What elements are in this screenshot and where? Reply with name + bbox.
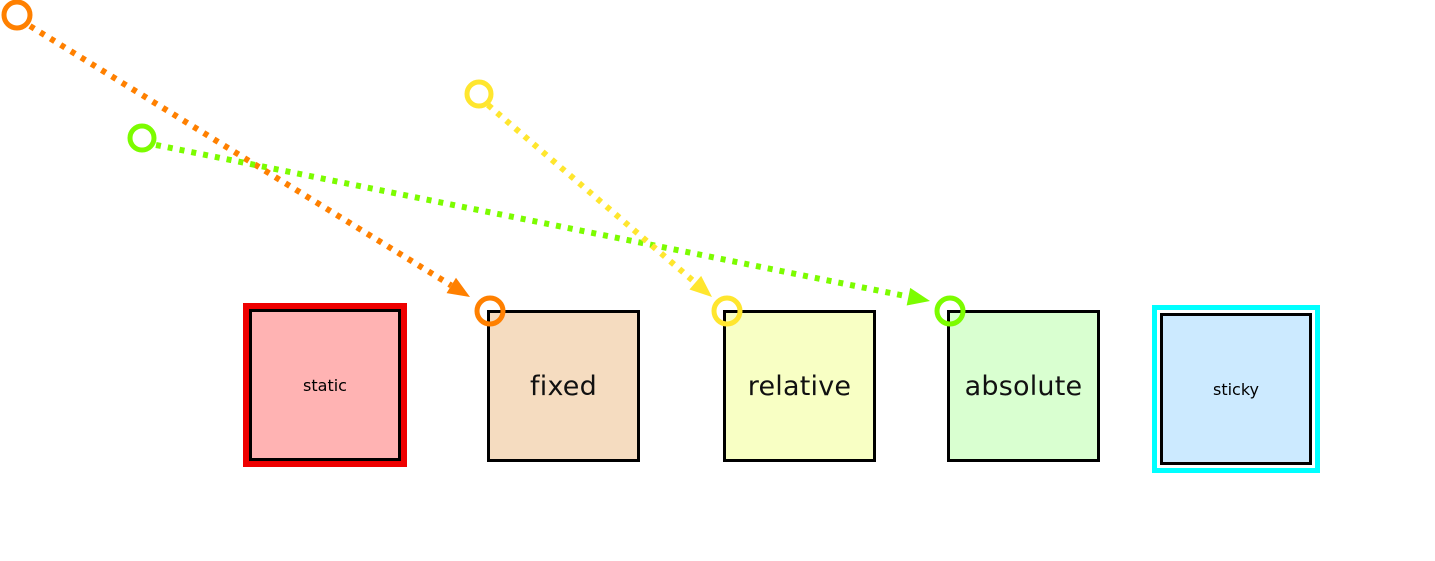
annotation-green-pointer xyxy=(127,123,966,327)
position-box-sticky-highlight-ring: sticky xyxy=(1152,305,1320,473)
annotation-yellow-pointer xyxy=(464,79,743,327)
annotation-source-circle-icon xyxy=(127,123,157,153)
position-box-static: static xyxy=(249,309,401,461)
annotation-dotted-line xyxy=(155,142,910,300)
position-box-label: absolute xyxy=(964,370,1083,402)
position-box-label: sticky xyxy=(1212,379,1259,399)
position-box-absolute: absolute xyxy=(947,310,1100,462)
position-box-sticky: sticky xyxy=(1160,313,1312,465)
position-box-label: relative xyxy=(747,370,852,402)
position-box-static-highlight-ring: static xyxy=(243,303,407,467)
position-box-label: fixed xyxy=(530,370,597,402)
annotation-arrowhead-icon xyxy=(906,287,930,306)
annotation-orange-pointer xyxy=(1,0,506,327)
annotation-dotted-line xyxy=(486,102,698,285)
position-box-label: static xyxy=(303,375,347,395)
position-box-fixed: fixed xyxy=(487,310,640,462)
annotation-source-circle-icon xyxy=(1,0,33,31)
position-box-relative: relative xyxy=(723,310,876,462)
annotation-dotted-line xyxy=(28,23,453,289)
annotation-source-circle-icon xyxy=(464,79,494,109)
annotation-arrowhead-icon xyxy=(446,277,470,297)
annotation-arrowhead-icon xyxy=(689,275,712,297)
